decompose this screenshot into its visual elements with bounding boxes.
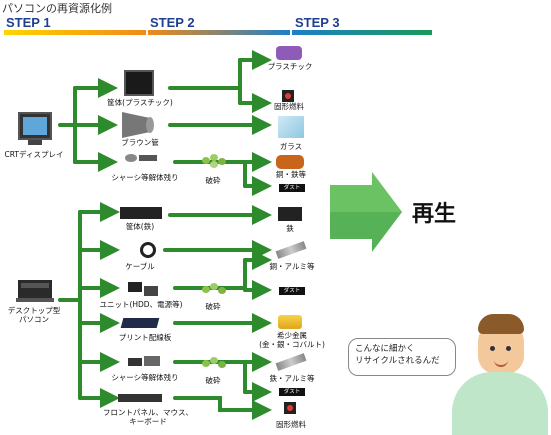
step-3-label: STEP 3 <box>295 15 340 30</box>
crt-chassis-label: シャーシ等解体残り <box>111 173 179 182</box>
front-panel-label: フロントパネル、マウス、 キーボード <box>103 408 193 426</box>
iron-alu-label: 鉄・アルミ等 <box>269 374 315 383</box>
crush-pellets-icon <box>200 153 230 169</box>
crt-tube-label: ブラウン管 <box>121 138 159 147</box>
crush-pellets-icon-2 <box>200 282 230 298</box>
crt-stand <box>28 140 42 145</box>
rare-metal-output-icon <box>278 315 302 329</box>
dust-box-2: ダスト <box>279 287 305 295</box>
copper-iron-label: 銅・鉄等 <box>276 170 306 179</box>
crush-pellets-icon-3 <box>200 356 230 372</box>
solid-fuel-label-2: 固形燃料 <box>276 420 306 429</box>
crt-case-label: 筐体(プラスチック) <box>107 98 173 107</box>
rare-metal-label: 希少金属 (金・銀・コバルト) <box>259 331 325 349</box>
crush-label-1: 破砕 <box>205 176 221 185</box>
plastic-output-icon <box>276 46 302 60</box>
solid-fuel-label-1: 固形燃料 <box>274 102 304 111</box>
step-1-bar <box>4 30 146 35</box>
unit-hdd-icon <box>128 282 158 296</box>
cable-icon <box>140 242 156 258</box>
iron-case-label: 筐体(鉄) <box>125 222 155 231</box>
board-label: プリント配線板 <box>118 333 172 342</box>
dust-box-1: ダスト <box>279 184 305 192</box>
step-2-bar <box>148 30 290 35</box>
crush-label-2: 破砕 <box>205 302 221 311</box>
glass-output-icon <box>278 116 304 138</box>
iron-output-icon <box>278 207 302 221</box>
crush-label-3: 破砕 <box>205 376 221 385</box>
desktop-chassis-label: シャーシ等解体残り <box>111 373 179 382</box>
step-1-label: STEP 1 <box>6 15 51 30</box>
page-title: パソコンの再資源化例 <box>2 2 112 15</box>
iron-label: 鉄 <box>286 224 294 233</box>
unit-label: ユニット(HDD、電源等) <box>99 300 183 309</box>
result-recycle-text: 再生 <box>412 202 457 227</box>
speech-text: こんなに細かく リサイクルされるんだ <box>355 344 440 366</box>
step-2-label: STEP 2 <box>150 15 195 30</box>
step-3-bar <box>292 30 432 35</box>
copper-alu-label: 銅・アルミ等 <box>269 262 315 271</box>
character-body-icon <box>452 372 548 435</box>
crt-monitor-icon <box>18 112 52 140</box>
crt-label: CRTディスプレイ <box>4 150 64 159</box>
solid-fuel-icon <box>282 90 294 102</box>
chassis-parts-icon <box>125 152 159 164</box>
plastic-label: プラスチック <box>267 62 313 71</box>
front-panel-keyboard-icon <box>118 394 162 402</box>
cable-label: ケーブル <box>125 262 155 271</box>
desktop-label: デスクトップ型 パソコン <box>7 306 61 324</box>
chassis-parts-icon-2 <box>128 356 162 368</box>
copper-iron-output-icon <box>276 155 304 169</box>
speech-bubble: こんなに細かく リサイクルされるんだ <box>348 338 456 376</box>
plastic-case-icon <box>124 70 154 96</box>
iron-case-icon <box>120 207 162 219</box>
glass-label: ガラス <box>279 142 303 151</box>
keyboard-icon <box>16 298 54 302</box>
dust-box-3: ダスト <box>279 388 305 396</box>
desktop-pc-icon <box>18 280 52 298</box>
character-face-icon <box>478 314 524 374</box>
circuit-board-icon <box>120 318 160 328</box>
solid-fuel-icon-2 <box>284 402 296 414</box>
